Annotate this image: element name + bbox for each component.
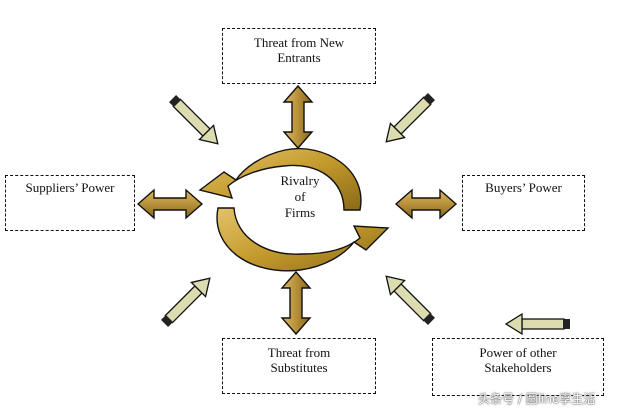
box-threat-substitutes: Threat from Substitutes (222, 338, 376, 394)
box-label-line: Stakeholders (484, 360, 552, 375)
box-threat-new-entrants: Threat from New Entrants (222, 28, 376, 84)
cycle-arrow-bottom (216, 207, 390, 272)
double-arrow-top (282, 84, 314, 150)
box-label-line: Buyers’ Power (485, 180, 562, 195)
pencil-arrow-bottom-left (161, 277, 211, 327)
pencil-arrow-bottom-right (385, 275, 435, 325)
center-label-line: of (294, 189, 306, 204)
pencil-arrow-stakeholders (504, 312, 570, 336)
box-label-line: Entrants (277, 50, 321, 65)
box-label-line: Threat from New (253, 35, 345, 50)
double-arrow-bottom (280, 270, 312, 336)
watermark-text: 头条号 / 圆line享生活 (478, 392, 596, 406)
pencil-arrow-top-right (385, 93, 435, 143)
box-other-stakeholders: Power of other Stakeholders (432, 338, 604, 396)
double-arrow-left (136, 188, 204, 220)
cycle-arrow-top (198, 148, 362, 211)
box-label-line: Suppliers’ Power (25, 180, 115, 195)
pencil-arrow-top-left (169, 95, 219, 145)
center-label-line: Rivalry (280, 173, 320, 188)
box-label-line: Power of other (479, 345, 557, 360)
box-label-line: Substitutes (270, 360, 328, 375)
double-arrow-right (394, 188, 458, 220)
box-suppliers-power: Suppliers’ Power (5, 175, 135, 231)
center-label-rivalry: Rivalry of Firms (262, 173, 338, 221)
center-label-line: Firms (284, 205, 316, 220)
box-buyers-power: Buyers’ Power (462, 175, 585, 231)
box-label-line: Threat from (267, 345, 331, 360)
